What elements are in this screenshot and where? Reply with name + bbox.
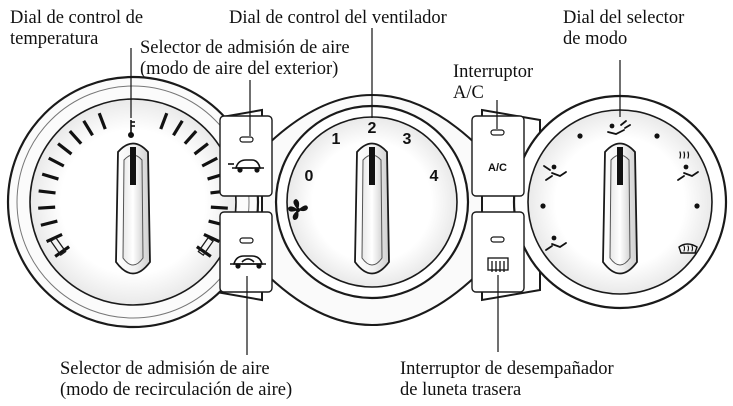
temperature-scale: [38, 112, 228, 258]
recirculation-icon: [230, 255, 266, 269]
temperature-tick: [45, 232, 63, 243]
mode-knob[interactable]: [602, 142, 638, 275]
temperature-tick: [159, 112, 169, 130]
fresh-air-label: Selector de admisión de aire (modo de ai…: [140, 38, 350, 80]
fan-speed-scale: 0 1 2 3 4: [305, 120, 439, 185]
fan-speed-3: 3: [403, 131, 412, 148]
temperature-tick: [210, 205, 228, 210]
floor-defrost-icon: [677, 151, 699, 181]
floor-icon: [545, 235, 567, 251]
rear-defogger-label-line2: de luneta trasera: [400, 380, 522, 400]
fan-speed-1: 1: [332, 131, 341, 148]
fresh-air-label-line1: Selector de admisión de aire: [140, 38, 350, 58]
ac-switch-label: Interruptor A/C: [453, 62, 533, 104]
fan-dial-label-line1: Dial de control del ventilador: [229, 8, 447, 28]
fresh-air-button[interactable]: [219, 115, 273, 197]
rear-defogger-indicator: [490, 236, 505, 243]
fresh-air-indicator: [239, 136, 254, 143]
temperature-tick: [203, 232, 221, 243]
mode-dot: [577, 133, 583, 139]
temperature-tick: [172, 119, 184, 137]
temperature-tick: [193, 142, 209, 156]
temperature-tick: [82, 119, 94, 137]
temperature-tick: [195, 245, 212, 258]
temperature-dial-label-line2: temperatura: [10, 29, 99, 49]
vent-icon: [607, 120, 631, 135]
ac-button[interactable]: A/C: [471, 115, 525, 197]
temperature-dial-label: Dial de control de temperatura: [10, 8, 143, 50]
temperature-tick: [47, 156, 65, 168]
temperature-tick: [97, 112, 107, 130]
fresh-air-icon: [228, 159, 264, 173]
fan-speed-2: 2: [368, 120, 377, 137]
temperature-tick: [57, 142, 73, 156]
rear-defogger-label: Interruptor de desempañador de luneta tr…: [400, 359, 614, 401]
fresh-air-label-line2: (modo de aire del exterior): [140, 59, 339, 79]
temperature-tick: [38, 189, 56, 195]
rear-defogger-label-line1: Interruptor de desempañador: [400, 359, 614, 379]
leader-lines: [130, 28, 621, 355]
temperature-dial-label-line1: Dial de control de: [10, 8, 144, 28]
mode-positions: [540, 133, 700, 209]
fan-knob[interactable]: [354, 142, 390, 275]
temperature-tick: [54, 245, 71, 258]
mode-dial-label-line1: Dial del selector: [563, 8, 685, 28]
ac-switch-label-line2: A/C: [453, 83, 484, 103]
fan-dial-label: Dial de control del ventilador: [229, 8, 447, 29]
mode-dot: [654, 133, 660, 139]
rear-defogger-button[interactable]: [471, 211, 525, 293]
temperature-tick: [40, 219, 58, 227]
rear-defogger-icon: [487, 257, 509, 272]
temperature-tick: [41, 172, 59, 181]
mode-dial-label: Dial del selector de modo: [563, 8, 684, 50]
temperature-tick: [183, 129, 198, 145]
temperature-icon: [128, 120, 135, 139]
recirculation-label-line1: Selector de admisión de aire: [60, 359, 270, 379]
mode-dot: [694, 203, 700, 209]
mode-dial-label-line2: de modo: [563, 29, 628, 49]
recirculation-label: Selector de admisión de aire (modo de re…: [60, 359, 292, 401]
recirculation-label-line2: (modo de recirculación de aire): [60, 380, 293, 400]
recirculation-button[interactable]: [219, 211, 273, 293]
defrost-icon: [678, 243, 698, 254]
fan-speed-0: 0: [305, 168, 314, 185]
fan-speed-4: 4: [430, 168, 439, 185]
temperature-tick: [68, 129, 83, 145]
bilevel-icon: [543, 164, 567, 181]
ac-label: A/C: [488, 162, 507, 174]
recirculation-indicator: [239, 237, 254, 244]
ac-indicator: [490, 129, 505, 136]
temperature-knob[interactable]: [115, 142, 151, 275]
fan-icon: [288, 199, 308, 220]
temperature-tick: [201, 156, 219, 168]
ac-switch-label-line1: Interruptor: [453, 62, 534, 82]
mode-dot: [540, 203, 546, 209]
temperature-tick: [38, 205, 56, 210]
